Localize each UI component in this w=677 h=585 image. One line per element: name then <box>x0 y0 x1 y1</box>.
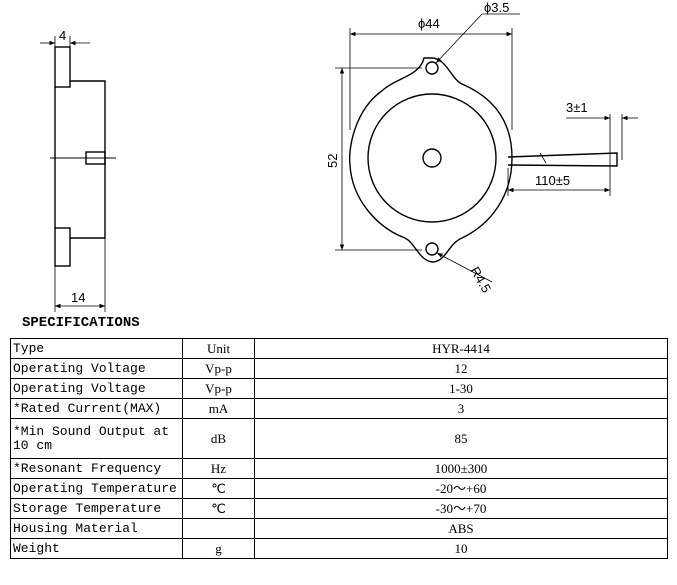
dim-side-width: 14 <box>71 290 85 305</box>
value-cell: 3 <box>254 398 668 419</box>
table-row: Type Unit HYR-4414 <box>10 338 668 359</box>
param-cell: Operating Temperature <box>10 478 183 499</box>
front-view <box>335 13 638 283</box>
unit-cell: Unit <box>182 338 255 359</box>
unit-cell: Hz <box>182 458 255 479</box>
value-cell: -20～+60 <box>254 478 668 499</box>
value-cell: 12 <box>254 358 668 379</box>
value-cell: 1000±300 <box>254 458 668 479</box>
dim-height: 52 <box>325 154 340 168</box>
table-row: Operating Voltage Vp-p 12 <box>10 358 668 379</box>
param-cell: Operating Voltage <box>10 378 183 399</box>
dim-thickness: 4 <box>59 28 66 43</box>
param-cell: Type <box>10 338 183 359</box>
unit-cell <box>182 518 255 539</box>
dim-outer-diameter: ϕ44 <box>418 16 440 31</box>
param-cell: Housing Material <box>10 518 183 539</box>
value-cell: ABS <box>254 518 668 539</box>
unit-cell: ℃ <box>182 498 255 519</box>
table-row: Operating Temperature ℃ -20～+60 <box>10 478 668 499</box>
table-row: *Rated Current(MAX) mA 3 <box>10 398 668 419</box>
unit-cell: Vp-p <box>182 358 255 379</box>
dim-hole-diameter: ϕ3.5 <box>484 0 509 15</box>
dim-radius: R4.5 <box>467 264 494 295</box>
unit-cell: ℃ <box>182 478 255 499</box>
dim-wire-length: 110±5 <box>535 173 570 188</box>
table-row: Storage Temperature ℃ -30～+70 <box>10 498 668 519</box>
param-cell: *Min Sound Output at 10 cm <box>10 418 183 459</box>
param-cell: Storage Temperature <box>10 498 183 519</box>
value-cell: 1-30 <box>254 378 668 399</box>
table-row: *Min Sound Output at 10 cm dB 85 <box>10 418 668 459</box>
value-cell: 85 <box>254 418 668 459</box>
table-row: Weight g 10 <box>10 538 668 559</box>
unit-cell: mA <box>182 398 255 419</box>
param-cell: Operating Voltage <box>10 358 183 379</box>
spec-heading: SPECIFICATIONS <box>22 315 140 331</box>
value-cell: HYR-4414 <box>254 338 668 359</box>
param-cell: *Resonant Frequency <box>10 458 183 479</box>
side-view <box>40 36 116 312</box>
unit-cell: Vp-p <box>182 378 255 399</box>
unit-cell: dB <box>182 418 255 459</box>
table-row: Housing Material ABS <box>10 518 668 539</box>
param-cell: Weight <box>10 538 183 559</box>
spec-table: Type Unit HYR-4414 Operating Voltage Vp-… <box>10 338 668 559</box>
unit-cell: g <box>182 538 255 559</box>
technical-drawing: 4 14 ϕ3.5 ϕ44 52 R4.5 3±1 110±5 <box>40 0 638 312</box>
table-row: *Resonant Frequency Hz 1000±300 <box>10 458 668 479</box>
dim-wire-tip: 3±1 <box>566 100 588 115</box>
value-cell: 10 <box>254 538 668 559</box>
param-cell: *Rated Current(MAX) <box>10 398 183 419</box>
value-cell: -30～+70 <box>254 498 668 519</box>
table-row: Operating Voltage Vp-p 1-30 <box>10 378 668 399</box>
